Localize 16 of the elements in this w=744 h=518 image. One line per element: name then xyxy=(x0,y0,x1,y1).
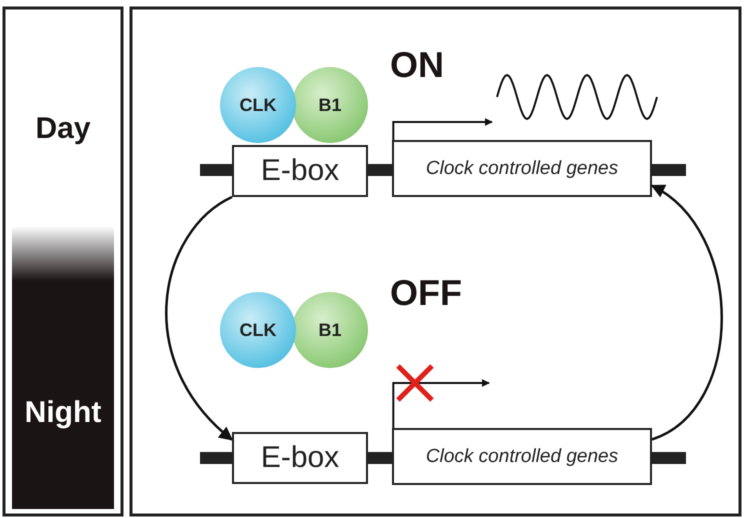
transcription-arrow xyxy=(392,118,493,140)
protein-circle: CLK xyxy=(220,67,296,143)
protein-circle: B1 xyxy=(292,67,368,143)
curved-arrow xyxy=(650,184,723,441)
protein-circle: CLK xyxy=(220,292,296,368)
state-label: ON xyxy=(390,44,444,86)
transcription-arrow xyxy=(392,379,490,428)
curved-arrow xyxy=(166,196,234,441)
waveform-icon xyxy=(495,72,659,122)
night-band: Night xyxy=(12,226,114,509)
promoter-box: E-box xyxy=(232,432,368,484)
gene-box: Clock controlled genes xyxy=(392,428,652,485)
state-label: OFF xyxy=(390,272,462,314)
protein-circle: B1 xyxy=(292,292,368,368)
promoter-box: E-box xyxy=(232,145,368,197)
gene-box: Clock controlled genes xyxy=(392,140,652,197)
